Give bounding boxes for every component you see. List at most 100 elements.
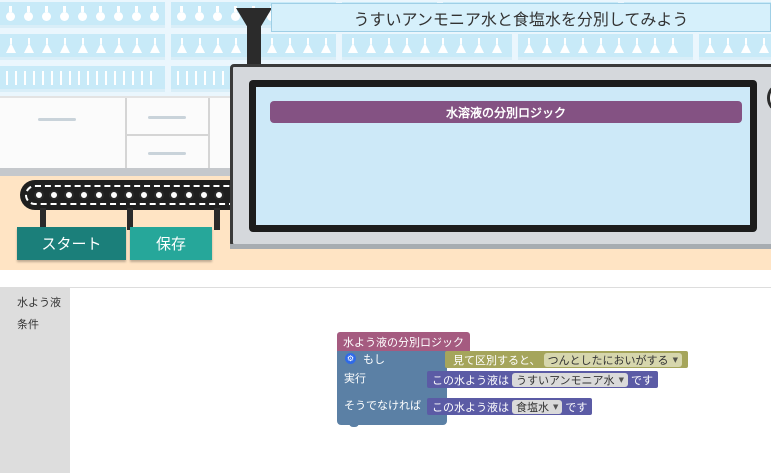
conveyor-roller bbox=[124, 190, 134, 200]
test-tube-icon bbox=[105, 71, 107, 85]
conveyor-roller bbox=[139, 190, 149, 200]
flask-icon bbox=[114, 38, 124, 53]
flask-icon bbox=[420, 38, 430, 53]
dropdown-arrow-icon: ▼ bbox=[618, 375, 624, 384]
statement-suffix: です bbox=[565, 400, 588, 414]
conveyor-roller bbox=[169, 190, 179, 200]
drop-icon bbox=[132, 6, 141, 21]
flask-icon bbox=[474, 38, 484, 53]
flask-icon bbox=[195, 38, 205, 53]
flask-icon bbox=[456, 38, 466, 53]
statement-prefix: この水よう液は bbox=[432, 400, 509, 414]
condition-block[interactable]: 見て区別すると、 つんとしたにおいがする▼ bbox=[445, 351, 688, 368]
test-tube-icon bbox=[114, 71, 116, 85]
test-tube-icon bbox=[87, 71, 89, 85]
test-tube-icon bbox=[69, 71, 71, 85]
flask-icon bbox=[596, 38, 606, 53]
toolbox-category-solutions[interactable]: 水よう液 bbox=[17, 296, 61, 309]
test-tube-icon bbox=[123, 71, 125, 85]
conveyor-belt bbox=[20, 180, 240, 210]
test-tube-icon bbox=[33, 71, 35, 85]
flask-icon bbox=[578, 38, 588, 53]
statement-prefix: この水よう液は bbox=[432, 373, 509, 387]
lab-counter bbox=[0, 168, 240, 176]
sorting-machine: 水溶液の分別ロジック bbox=[230, 64, 771, 247]
test-tube-icon bbox=[42, 71, 44, 85]
machine-screen: 水溶液の分別ロジック bbox=[256, 87, 750, 225]
flask-icon bbox=[213, 38, 223, 53]
block-connector bbox=[349, 423, 359, 427]
conveyor-roller bbox=[34, 190, 44, 200]
screen-title: 水溶液の分別ロジック bbox=[270, 101, 742, 123]
conveyor-roller bbox=[199, 190, 209, 200]
test-tube-icon bbox=[213, 71, 215, 85]
gear-icon[interactable]: ⚙ bbox=[345, 353, 356, 364]
page-title: うすいアンモニア水と食塩水を分別してみよう bbox=[271, 3, 771, 32]
shelf bbox=[0, 2, 165, 28]
flask-icon bbox=[632, 38, 642, 53]
test-tube-icon bbox=[195, 71, 197, 85]
flask-icon bbox=[402, 38, 412, 53]
drop-icon bbox=[78, 6, 87, 21]
shelf bbox=[699, 34, 771, 60]
do-label: 実行 bbox=[344, 372, 366, 385]
shelf bbox=[0, 66, 165, 92]
statement-suffix: です bbox=[630, 373, 653, 387]
funnel-pipe bbox=[236, 8, 272, 26]
dropdown-arrow-icon: ▼ bbox=[672, 355, 678, 364]
logic-root-block[interactable]: 水よう液の分別ロジック bbox=[337, 332, 470, 351]
conveyor-roller bbox=[64, 190, 74, 200]
conveyor-roller bbox=[94, 190, 104, 200]
machine-base bbox=[230, 244, 771, 249]
flask-icon bbox=[650, 38, 660, 53]
flask-icon bbox=[177, 38, 187, 53]
conveyor-leg bbox=[214, 208, 220, 230]
logic-root-label: 水よう液の分別ロジック bbox=[343, 335, 464, 349]
conveyor-leg bbox=[127, 208, 133, 230]
test-tube-icon bbox=[78, 71, 80, 85]
then-solution-dropdown[interactable]: うすいアンモニア水▼ bbox=[512, 372, 628, 387]
drop-icon bbox=[24, 6, 33, 21]
flask-icon bbox=[668, 38, 678, 53]
conveyor-leg bbox=[40, 208, 46, 230]
drop-icon bbox=[42, 6, 51, 21]
flask-icon bbox=[560, 38, 570, 53]
block-workspace[interactable]: 水よう液 条件 水よう液の分別ロジック ⚙ もし 実行 そうでなければ 見て区別… bbox=[0, 287, 771, 473]
save-button[interactable]: 保存 bbox=[130, 227, 212, 260]
shelf-row bbox=[0, 34, 771, 60]
flask-icon bbox=[321, 38, 331, 53]
else-label: そうでなければ bbox=[344, 399, 421, 412]
else-solution-dropdown[interactable]: 食塩水▼ bbox=[512, 399, 563, 414]
statement-block-then[interactable]: この水よう液は うすいアンモニア水▼ です bbox=[427, 371, 658, 388]
flask-icon bbox=[759, 38, 769, 53]
statement-block-else[interactable]: この水よう液は 食塩水▼ です bbox=[427, 398, 593, 415]
drop-icon bbox=[60, 6, 69, 21]
machine-knob-icon bbox=[767, 85, 771, 111]
flask-icon bbox=[42, 38, 52, 53]
lab-cabinet bbox=[0, 96, 240, 172]
flask-icon bbox=[6, 38, 16, 53]
conveyor-roller bbox=[184, 190, 194, 200]
conveyor-roller bbox=[214, 190, 224, 200]
condition-prefix: 見て区別すると、 bbox=[453, 353, 541, 367]
if-label: もし bbox=[363, 353, 385, 366]
flask-icon bbox=[542, 38, 552, 53]
flask-icon bbox=[723, 38, 733, 53]
test-tube-icon bbox=[6, 71, 8, 85]
flask-icon bbox=[741, 38, 751, 53]
shelf bbox=[518, 34, 693, 60]
test-tube-icon bbox=[51, 71, 53, 85]
flask-icon bbox=[438, 38, 448, 53]
test-tube-icon bbox=[204, 71, 206, 85]
test-tube-icon bbox=[132, 71, 134, 85]
flask-icon bbox=[524, 38, 534, 53]
condition-dropdown[interactable]: つんとしたにおいがする▼ bbox=[543, 352, 682, 367]
toolbox-category-conditions[interactable]: 条件 bbox=[17, 318, 39, 331]
start-button[interactable]: スタート bbox=[17, 227, 126, 260]
test-tube-icon bbox=[150, 71, 152, 85]
drop-icon bbox=[195, 6, 204, 21]
drop-icon bbox=[231, 6, 240, 21]
flask-icon bbox=[384, 38, 394, 53]
test-tube-icon bbox=[141, 71, 143, 85]
